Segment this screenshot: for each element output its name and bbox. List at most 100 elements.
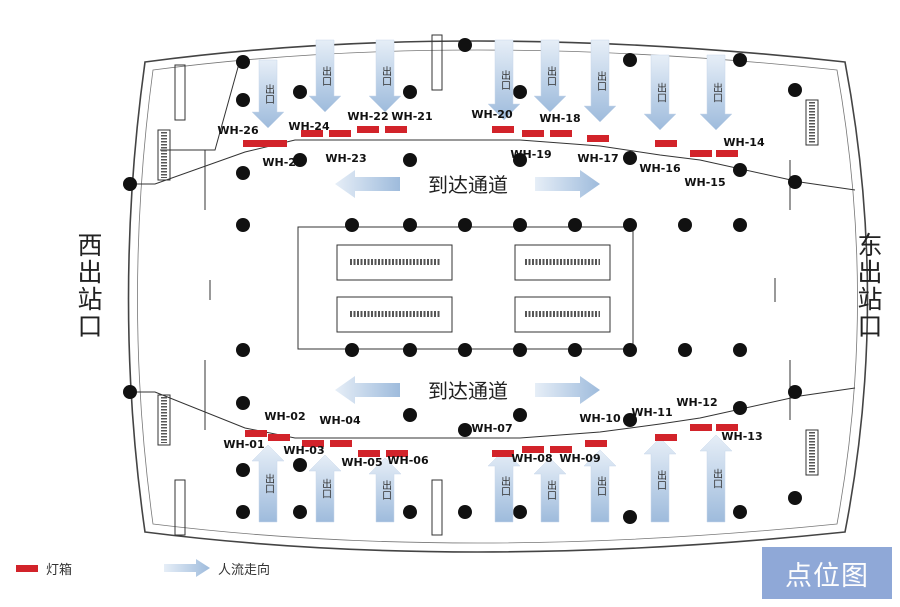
column xyxy=(623,151,637,165)
lightbox-marker xyxy=(265,140,287,147)
corridor-arrow xyxy=(535,376,600,404)
column xyxy=(513,218,527,232)
lightbox-marker xyxy=(690,424,712,431)
lightbox-label: WH-13 xyxy=(721,430,762,443)
column xyxy=(458,343,472,357)
column xyxy=(345,218,359,232)
column xyxy=(403,153,417,167)
lightbox-label: WH-08 xyxy=(511,452,552,465)
east-exit-label: 东出站口 xyxy=(854,232,883,340)
column xyxy=(788,491,802,505)
column xyxy=(623,510,637,524)
exit-label: 出口 xyxy=(499,475,510,496)
lightbox-marker xyxy=(655,140,677,147)
lightbox-label: WH-09 xyxy=(559,452,600,465)
flow-arrows-vertical: 出口出口出口出口出口出口出口出口出口出口出口出口出口出口出口出口 xyxy=(251,39,733,523)
exit-label: 出口 xyxy=(655,81,666,102)
lightbox-marker xyxy=(522,130,544,137)
exit-label: 出口 xyxy=(320,65,331,86)
column xyxy=(733,53,747,67)
flow-arrow: 出口 xyxy=(308,454,342,523)
column xyxy=(623,343,637,357)
corridor-arrow xyxy=(335,376,400,404)
column xyxy=(623,413,637,427)
exit-label: 出口 xyxy=(263,472,274,493)
column xyxy=(458,505,472,519)
lightbox-marker xyxy=(301,130,323,137)
column xyxy=(568,343,582,357)
column xyxy=(345,343,359,357)
exit-label: 出口 xyxy=(711,467,722,488)
column xyxy=(568,218,582,232)
flow-arrow: 出口 xyxy=(368,457,402,523)
lightbox-marker xyxy=(358,450,380,457)
column xyxy=(458,423,472,437)
lightbox-label: WH-20 xyxy=(471,108,513,121)
lightbox-legend-swatch xyxy=(16,565,38,572)
lightbox-label: WH-15 xyxy=(684,176,725,189)
lightbox-label: WH-26 xyxy=(217,124,259,137)
flow-arrow: 出口 xyxy=(368,39,402,113)
corridor-label-top: 到达通道 xyxy=(428,173,508,197)
flow-arrow: 出口 xyxy=(583,39,617,123)
exit-label: 出口 xyxy=(499,69,510,90)
lightbox-label: WH-01 xyxy=(223,438,264,451)
flow-arrow: 出口 xyxy=(699,434,733,523)
flow-legend-arrow-icon xyxy=(164,559,210,577)
lightbox-marker xyxy=(585,440,607,447)
lightbox-label: WH-19 xyxy=(510,148,551,161)
exit-label: 出口 xyxy=(320,477,331,498)
column xyxy=(403,85,417,99)
building-outline xyxy=(127,40,869,553)
flow-arrow: 出口 xyxy=(308,39,342,113)
column xyxy=(513,343,527,357)
exit-label: 出口 xyxy=(595,475,606,496)
flow-arrow: 出口 xyxy=(487,39,521,121)
column xyxy=(236,463,250,477)
lightbox-marker xyxy=(302,440,324,447)
column xyxy=(678,343,692,357)
flow-legend-label: 人流走向 xyxy=(218,563,271,578)
lightbox-label: WH-04 xyxy=(319,414,361,427)
column xyxy=(236,343,250,357)
column xyxy=(293,458,307,472)
lightbox-marker xyxy=(655,434,677,441)
column xyxy=(236,55,250,69)
column xyxy=(403,505,417,519)
lightbox-marker xyxy=(243,140,265,147)
column xyxy=(733,343,747,357)
column xyxy=(236,166,250,180)
column xyxy=(788,83,802,97)
lightbox-marker xyxy=(716,150,738,157)
lightbox-marker xyxy=(587,135,609,142)
flow-arrows-corridor xyxy=(335,170,600,404)
column xyxy=(513,85,527,99)
lightbox-marker xyxy=(268,434,290,441)
lightbox-legend-label: 灯箱 xyxy=(46,563,73,578)
column xyxy=(513,505,527,519)
column xyxy=(458,218,472,232)
lightbox-marker xyxy=(329,130,351,137)
lightbox-marker xyxy=(386,450,408,457)
flow-arrow: 出口 xyxy=(251,59,285,129)
column xyxy=(788,385,802,399)
lightbox-marker xyxy=(385,126,407,133)
lightbox-marker xyxy=(492,450,514,457)
flow-arrow: 出口 xyxy=(583,449,617,523)
exit-label: 出口 xyxy=(545,479,556,500)
exit-label: 出口 xyxy=(380,479,391,500)
lightbox-label: WH-12 xyxy=(676,396,717,409)
column xyxy=(733,163,747,177)
column xyxy=(236,218,250,232)
column xyxy=(123,385,137,399)
column xyxy=(293,85,307,99)
column xyxy=(788,175,802,189)
structural-columns xyxy=(123,38,802,524)
lightbox-label: WH-02 xyxy=(264,410,305,423)
column xyxy=(733,401,747,415)
column xyxy=(293,153,307,167)
exit-label: 出口 xyxy=(545,65,556,86)
flow-arrow: 出口 xyxy=(643,54,677,131)
exit-label: 出口 xyxy=(595,70,606,91)
